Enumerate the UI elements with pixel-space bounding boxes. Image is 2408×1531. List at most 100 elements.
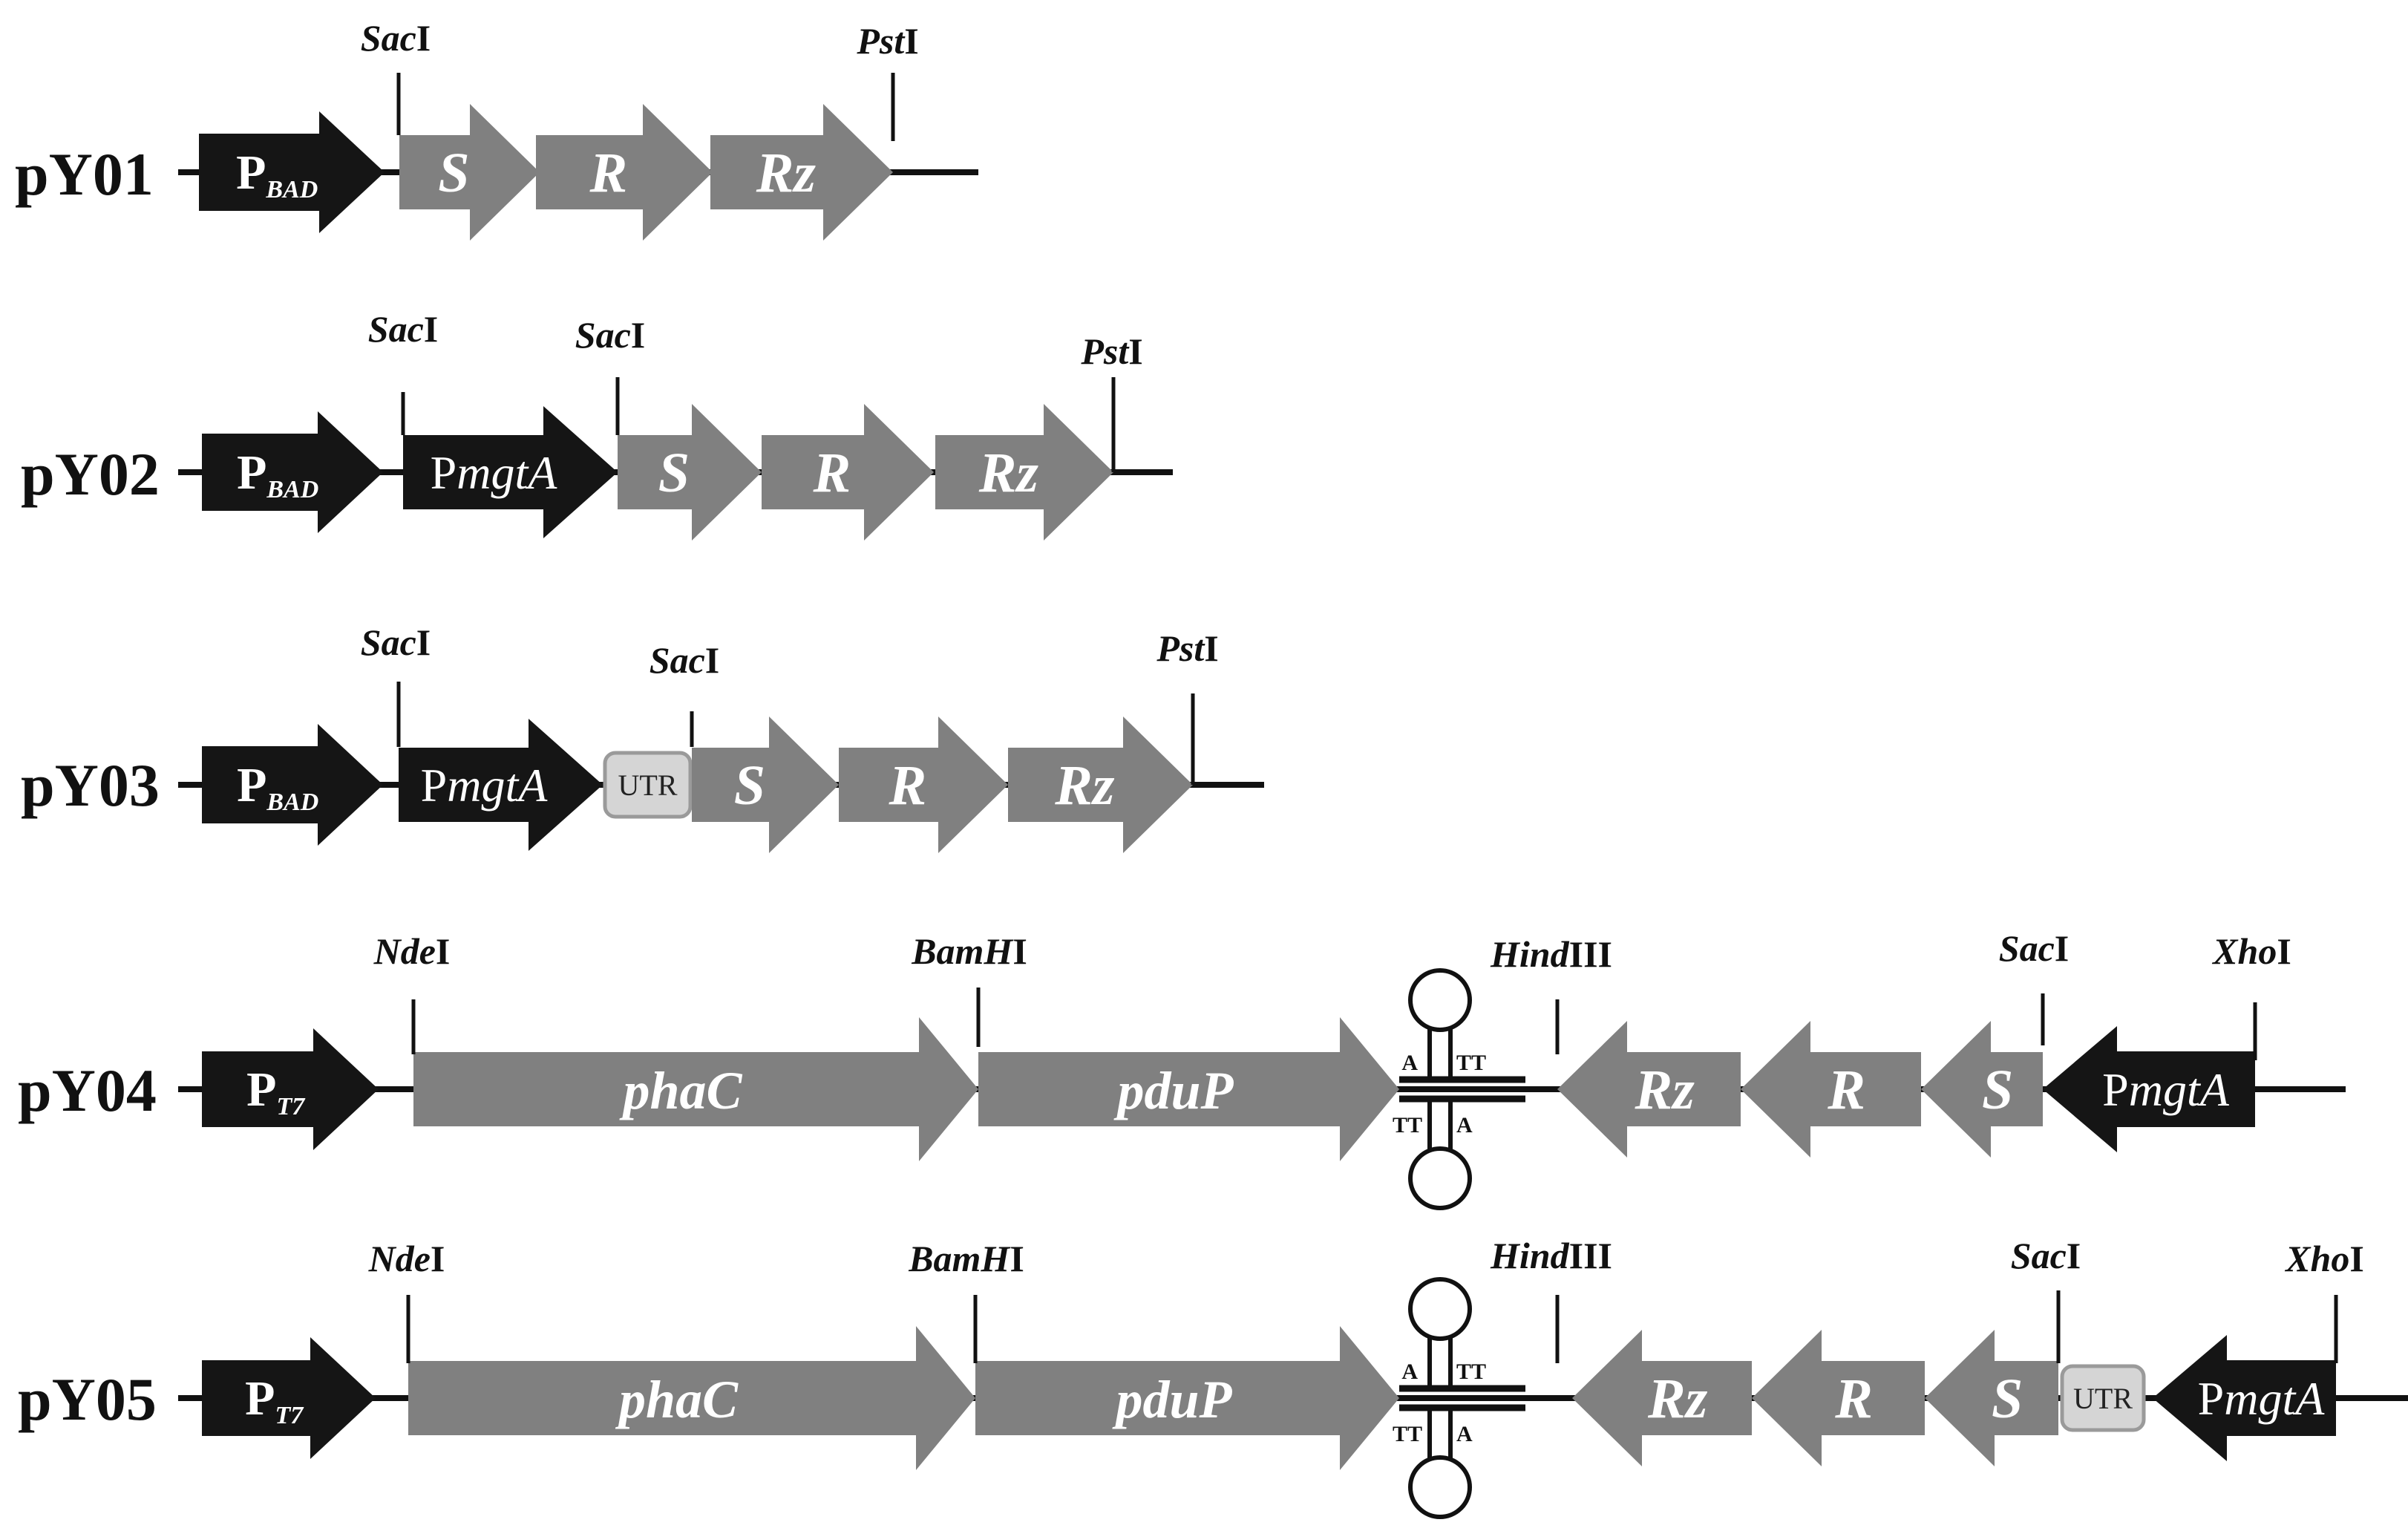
gene-part: Rz [935, 404, 1113, 541]
gene-label: S [658, 442, 690, 504]
construct-name: pY04 [18, 1057, 157, 1124]
gene-arrow [935, 404, 1113, 541]
utr-box [2060, 1364, 2146, 1432]
restriction-site: PstI [856, 20, 919, 141]
gene-part: Rz [1008, 716, 1193, 853]
gene-arrow [408, 1326, 975, 1470]
terminator-letter: A [1456, 1422, 1473, 1446]
gene-arrow [839, 716, 1008, 853]
hairpin-loop-top [1408, 1277, 1472, 1341]
promoter-part: PBAD [202, 724, 383, 846]
promoter-arrow [399, 719, 603, 851]
hairpin-loop-top [1408, 968, 1472, 1032]
gene-arrow [618, 404, 762, 541]
gene-part: R [839, 716, 1008, 853]
gene-arrow [399, 104, 540, 241]
site-label: BamHI [911, 930, 1027, 972]
construct-name: pY02 [21, 440, 160, 508]
promoter-arrow [403, 406, 618, 538]
promoter-arrow [199, 111, 385, 233]
promoter-part: PmgtA [2153, 1335, 2336, 1461]
site-label: HindIII [1490, 933, 1612, 975]
construct-py01: pY01 PBAD S R Rz SacI PstI [15, 17, 978, 241]
site-label: SacI [650, 639, 719, 681]
restriction-site: SacI [1999, 927, 2069, 1045]
promoter-part: PmgtA [2043, 1026, 2255, 1152]
restriction-site: BamHI [911, 930, 1027, 1047]
hairpin-loop-bottom [1408, 1146, 1472, 1210]
restriction-site: NdeI [368, 1238, 445, 1363]
gene-label: S [1992, 1368, 2023, 1430]
construct-name: pY05 [18, 1365, 157, 1433]
terminator-letter: TT [1456, 1359, 1486, 1384]
hairpin-loop-bottom [1408, 1455, 1472, 1519]
promoter-label: PT7 [246, 1062, 306, 1120]
restriction-site: SacI [650, 639, 719, 747]
promoter-label: PBAD [236, 146, 318, 203]
promoter-part: PmgtA [403, 406, 618, 538]
promoter-part: PmgtA [399, 719, 603, 851]
gene-part: R [1752, 1330, 1925, 1466]
promoter-arrow [202, 1028, 379, 1150]
restriction-site: BamHI [908, 1238, 1024, 1363]
gene-part: pduP [975, 1326, 1399, 1470]
promoter-label: PT7 [245, 1371, 304, 1429]
gene-part: R [1741, 1021, 1921, 1158]
construct-name: pY03 [21, 751, 160, 819]
promoter-label: PBAD [237, 758, 318, 816]
gene-arrow [1925, 1330, 2058, 1466]
gene-label: S [1982, 1059, 2013, 1121]
construct-name: pY01 [15, 140, 154, 208]
site-label: XhoI [2284, 1238, 2364, 1279]
terminator-letter: TT [1393, 1113, 1422, 1137]
gene-label: R [589, 142, 627, 204]
site-label: SacI [368, 308, 438, 350]
gene-label: S [438, 142, 469, 204]
restriction-site: XhoI [2211, 930, 2291, 1060]
gene-arrow [1572, 1330, 1752, 1466]
gene-arrow [762, 404, 934, 541]
gene-label: Rz [756, 142, 817, 204]
terminator-letter: TT [1456, 1051, 1486, 1075]
gene-label: Rz [1647, 1368, 1708, 1430]
restriction-site: SacI [368, 308, 438, 435]
terminator-letter: TT [1393, 1422, 1422, 1446]
promoter-arrow [202, 1337, 376, 1459]
site-label: BamHI [908, 1238, 1024, 1279]
site-label: XhoI [2211, 930, 2291, 972]
gene-part: S [618, 404, 762, 541]
site-label: SacI [575, 314, 645, 356]
gene-part: pduP [978, 1017, 1399, 1161]
gene-arrow [975, 1326, 1399, 1470]
promoter-part: PT7 [202, 1337, 376, 1459]
restriction-site: HindIII [1490, 1235, 1612, 1363]
gene-label: phaC [618, 1061, 742, 1120]
promoter-label: PmgtA [2102, 1063, 2230, 1116]
utr-part: UTR [2060, 1364, 2146, 1432]
site-label: HindIII [1490, 1235, 1612, 1276]
restriction-site: SacI [361, 17, 431, 135]
gene-part: Rz [1557, 1021, 1741, 1158]
gene-label: R [888, 754, 926, 817]
utr-label: UTR [2073, 1382, 2133, 1415]
gene-arrow [978, 1017, 1399, 1161]
gene-arrow [1921, 1021, 2043, 1158]
utr-box [603, 751, 693, 819]
restriction-site: SacI [2011, 1235, 2081, 1363]
gene-arrow [710, 104, 893, 241]
gene-part: S [1921, 1021, 2043, 1158]
utr-part: UTR [603, 751, 693, 819]
restriction-site: XhoI [2284, 1238, 2364, 1363]
gene-label: R [1834, 1368, 1873, 1430]
promoter-arrow [202, 411, 383, 533]
terminator-letter: A [1401, 1359, 1418, 1384]
promoter-label: PmgtA [431, 446, 558, 499]
promoter-part: PBAD [199, 111, 385, 233]
promoter-arrow [202, 724, 383, 846]
terminator-letter: A [1456, 1113, 1473, 1137]
